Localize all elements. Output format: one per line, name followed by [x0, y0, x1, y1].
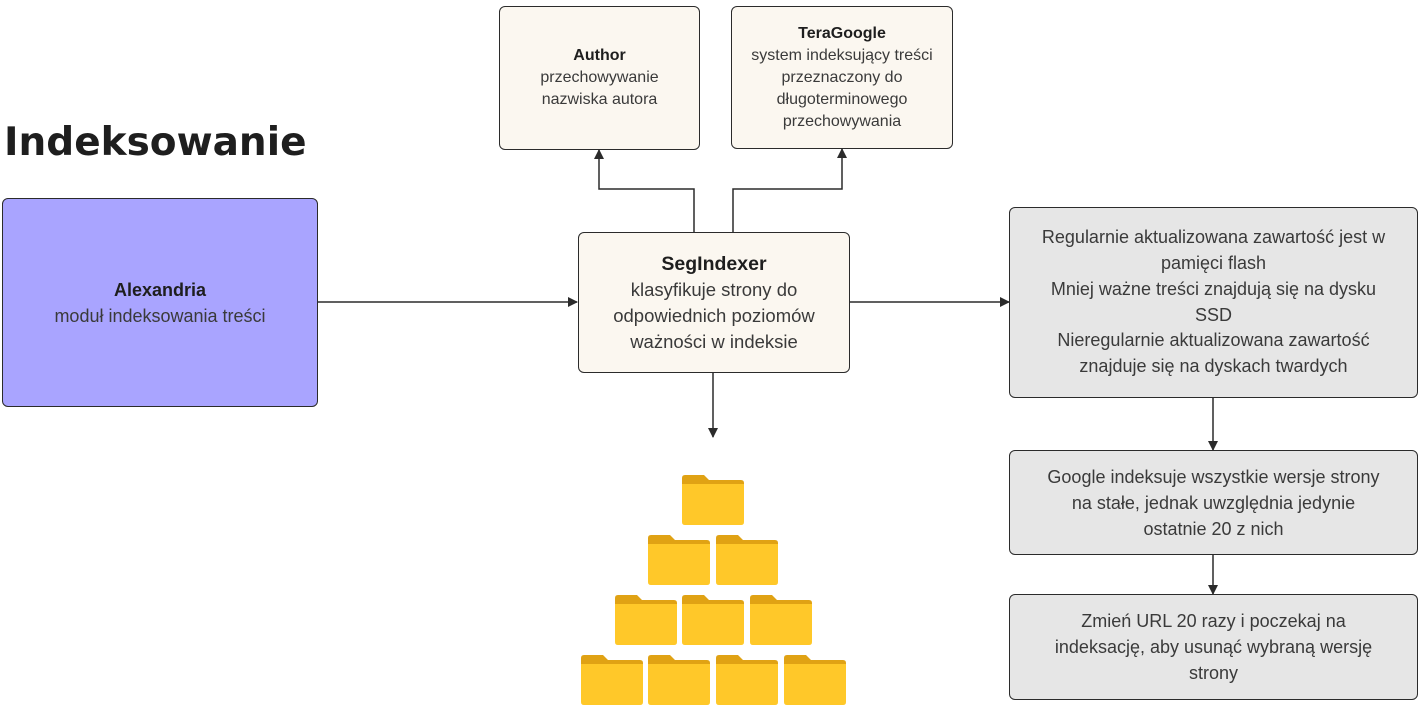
storage-node: Regularnie aktualizowana zawartość jest …: [1009, 207, 1418, 398]
folder-icon: [682, 595, 744, 645]
alexandria-node: Alexandria moduł indeksowania treści: [2, 198, 318, 407]
arrow-segindexer-teragoogle: [732, 148, 847, 232]
google-versions-node: Google indeksuje wszystkie wersje strony…: [1009, 450, 1418, 555]
folder-icon: [648, 535, 710, 585]
storage-line: Mniej ważne treści znajdują się na dysku: [1050, 278, 1377, 299]
segindexer-line: odpowiednich poziomów: [613, 304, 815, 326]
url-change-node: Zmień URL 20 razy i poczekaj na indeksac…: [1009, 594, 1418, 700]
url-line: strony: [1188, 663, 1239, 683]
teragoogle-node: TeraGoogle system indeksujący treści prz…: [731, 6, 953, 149]
teragoogle-line: przechowywania: [782, 112, 902, 130]
author-line: nazwiska autora: [541, 91, 658, 108]
folder-icon: [716, 655, 778, 705]
segindexer-node: SegIndexer klasyfikuje strony do odpowie…: [578, 232, 850, 373]
segindexer-line: klasyfikuje strony do: [630, 278, 798, 300]
url-line: Zmień URL 20 razy i poczekaj na: [1081, 611, 1346, 631]
folder-icon: [615, 595, 677, 645]
folder-icon: [648, 655, 710, 705]
segindexer-title: SegIndexer: [661, 252, 767, 275]
storage-line: znajduje się na dyskach twardych: [1079, 355, 1348, 376]
google-line: Google indeksuje wszystkie wersje strony: [1047, 466, 1380, 487]
teragoogle-title: TeraGoogle: [798, 24, 886, 42]
author-node: Author przechowywanie nazwiska autora: [499, 6, 700, 150]
page-title: Indeksowanie: [4, 120, 307, 165]
storage-line: pamięci flash: [1160, 253, 1267, 274]
teragoogle-line: długoterminowego: [776, 90, 908, 108]
alexandria-title: Alexandria: [113, 279, 207, 300]
storage-line: Regularnie aktualizowana zawartość jest …: [1041, 227, 1386, 248]
storage-line: Nieregularnie aktualizowana zawartość: [1057, 330, 1370, 351]
author-line: przechowywanie: [540, 69, 659, 86]
author-title: Author: [573, 47, 626, 64]
folder-icon: [784, 655, 846, 705]
folder-icon: [581, 655, 643, 705]
teragoogle-line: przeznaczony do: [781, 68, 903, 86]
url-line: indeksację, aby usunąć wybraną wersję: [1054, 637, 1373, 657]
google-line: na stałe, jednak uwzględnia jedynie: [1071, 492, 1356, 513]
folder-icon: [716, 535, 778, 585]
folder-icon: [750, 595, 812, 645]
google-line: ostatnie 20 z nich: [1143, 518, 1284, 539]
folder-icon: [682, 475, 744, 525]
segindexer-line: ważności w indeksie: [630, 330, 798, 352]
storage-line: SSD: [1194, 304, 1232, 325]
alexandria-line: moduł indeksowania treści: [54, 305, 266, 326]
arrow-segindexer-author: [594, 149, 695, 232]
teragoogle-line: system indeksujący treści: [751, 46, 933, 64]
